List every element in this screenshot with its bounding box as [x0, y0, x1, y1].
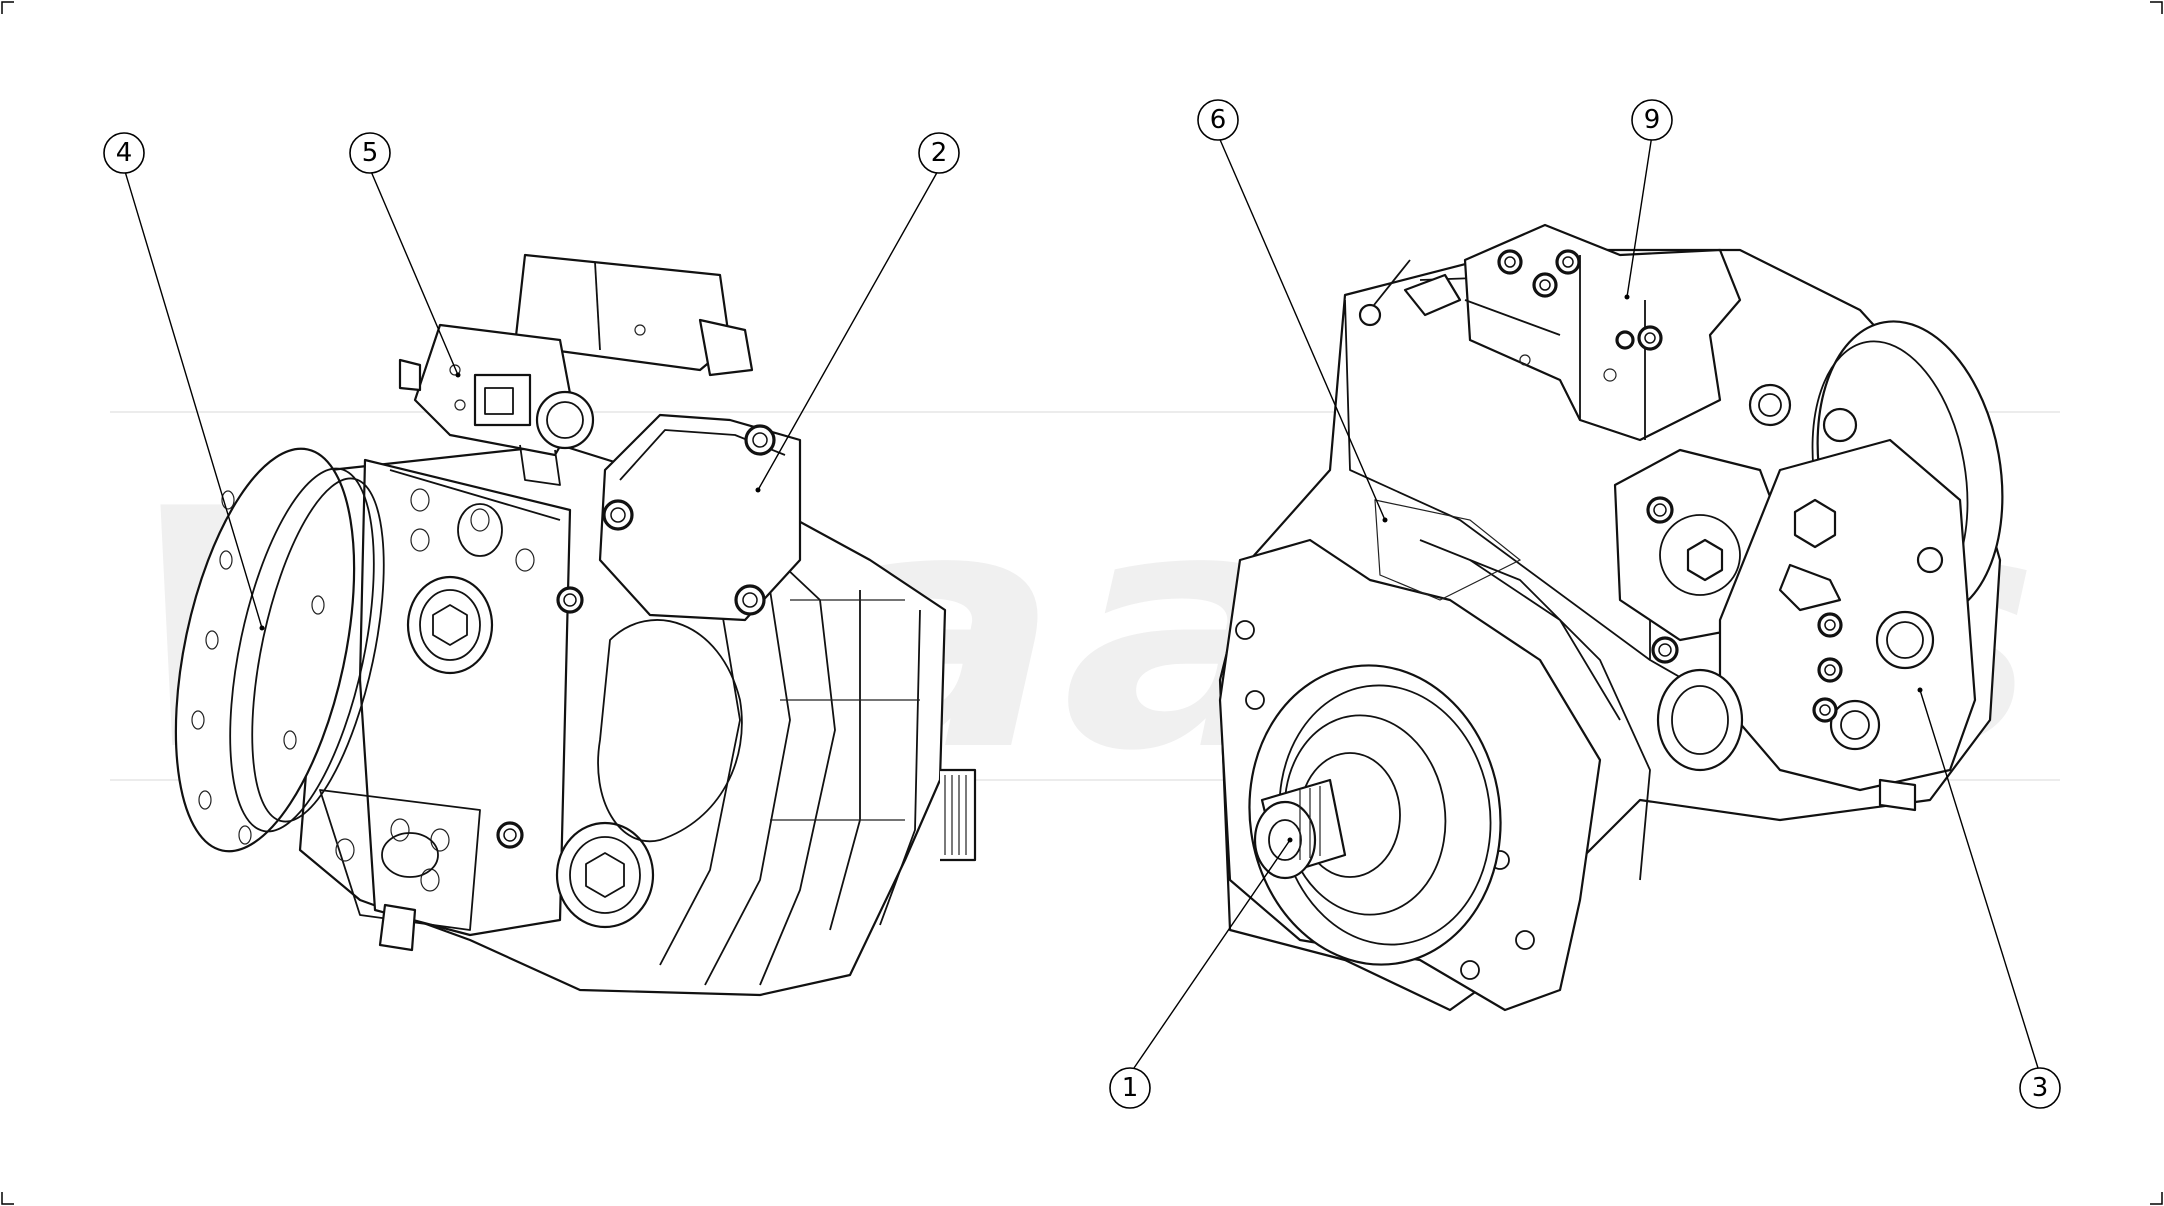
- callout-6: 6: [1197, 99, 1239, 141]
- callout-label: 3: [2032, 1073, 2049, 1103]
- pump-view-left: [174, 253, 977, 997]
- callout-label: 4: [116, 138, 133, 168]
- callout-3: 3: [2019, 1067, 2061, 1109]
- callout-label: 2: [931, 138, 948, 168]
- callout-label: 6: [1210, 105, 1227, 135]
- callout-label: 5: [362, 138, 379, 168]
- leader-lines: [123, 134, 2039, 1069]
- callout-1: 1: [1109, 1067, 1151, 1109]
- callout-label: 9: [1644, 105, 1661, 135]
- callout-label: 1: [1122, 1073, 1139, 1103]
- pump-view-right: [1218, 223, 2004, 1012]
- callout-9: 9: [1631, 99, 1673, 141]
- callout-5: 5: [349, 132, 391, 174]
- callout-4: 4: [103, 132, 145, 174]
- callout-2: 2: [918, 132, 960, 174]
